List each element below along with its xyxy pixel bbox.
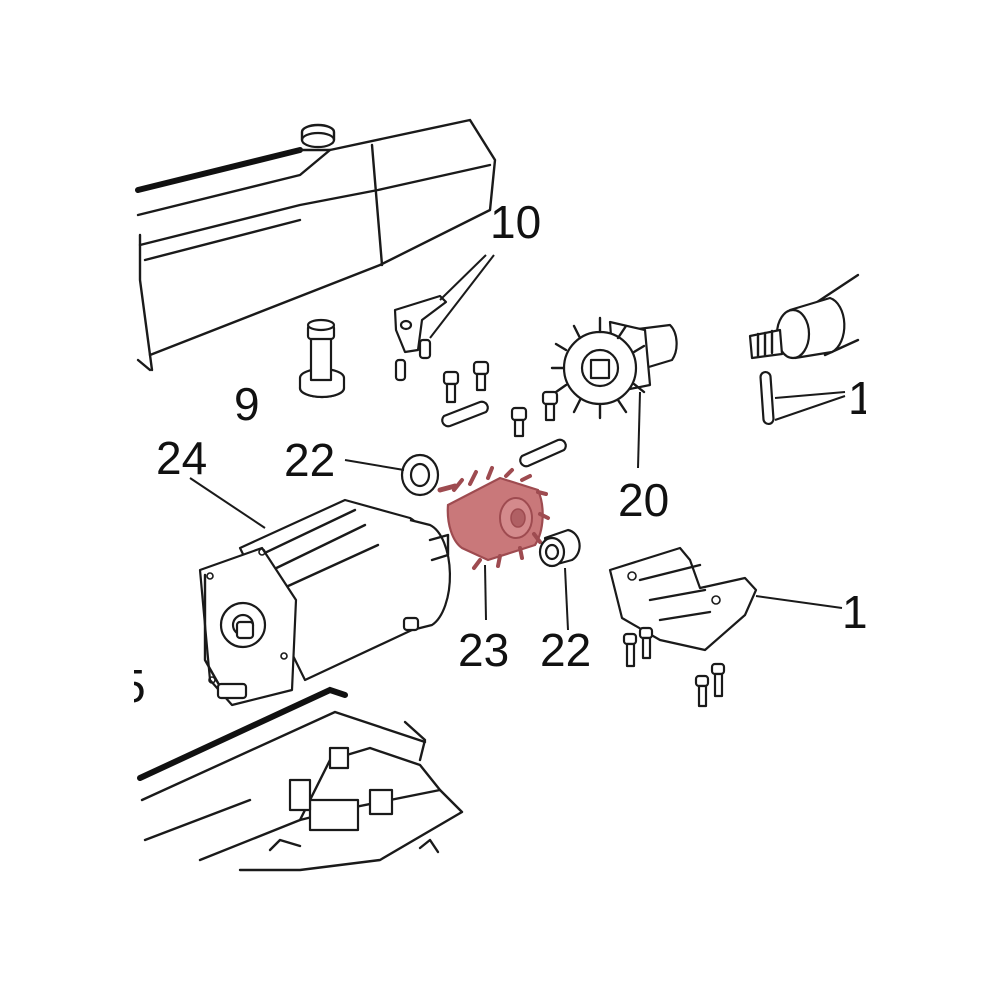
label-part-9: 9 [234, 378, 260, 430]
part-22-washer-top [344, 453, 440, 497]
part-20-bevel-gear [550, 316, 678, 469]
right-shaft-assembly [748, 273, 860, 426]
label-part-1x-right-bottom: 1 [842, 586, 868, 638]
label-part-20: 20 [618, 474, 669, 526]
label-part-24: 24 [156, 432, 207, 484]
part-10-bracket [393, 254, 495, 382]
screws-and-clips [441, 360, 567, 468]
left-crop-mask [0, 0, 134, 1000]
label-part-10: 10 [490, 196, 541, 248]
right-crop-mask [866, 0, 1000, 1000]
part-22-bushing-bottom [538, 528, 581, 631]
label-part-23: 23 [458, 624, 509, 676]
label-part-22-bottom: 22 [540, 624, 591, 676]
part-24-motor [189, 477, 452, 707]
part-9-shaft [298, 318, 346, 399]
right-bracket-part [608, 546, 843, 708]
bottom-base-plate [137, 686, 464, 872]
label-part-22-top: 22 [284, 434, 335, 486]
top-housing-cover [135, 118, 497, 372]
part-23-pinion-gear-highlighted [437, 466, 550, 621]
